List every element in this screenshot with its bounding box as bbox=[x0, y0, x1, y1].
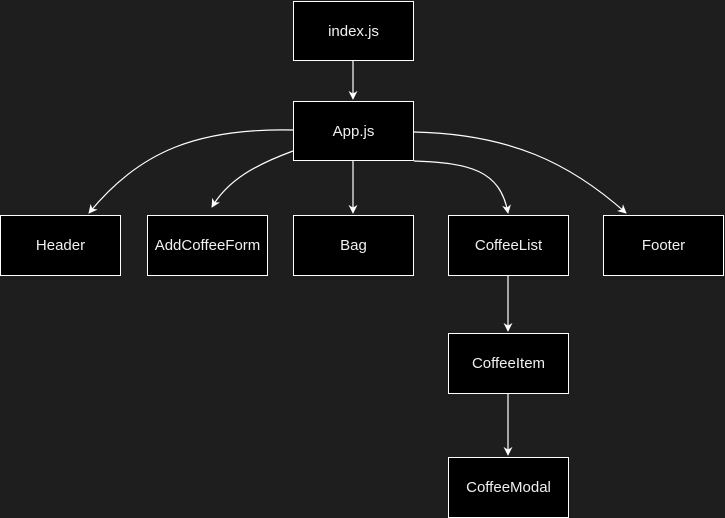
node-coffee-modal[interactable]: CoffeeModal bbox=[448, 457, 569, 518]
node-label: CoffeeModal bbox=[466, 479, 551, 496]
node-label: Footer bbox=[641, 237, 686, 254]
node-label: Bag bbox=[340, 237, 367, 254]
edge-app-to-footer bbox=[413, 131, 627, 214]
node-label: Header bbox=[35, 237, 86, 254]
edge-app-to-coffeelist bbox=[413, 160, 511, 214]
node-app-js[interactable]: App.js bbox=[293, 101, 414, 161]
edge-app-to-addcoffeeform bbox=[211, 150, 294, 208]
node-coffee-item[interactable]: CoffeeItem bbox=[448, 333, 569, 394]
node-add-coffee-form[interactable]: AddCoffeeForm bbox=[147, 215, 268, 276]
node-label: App.js bbox=[332, 122, 375, 140]
node-label: CoffeeItem bbox=[471, 355, 546, 372]
node-label: AddCoffeeForm bbox=[154, 237, 261, 254]
node-footer[interactable]: Footer bbox=[603, 215, 724, 276]
node-label: index.js bbox=[328, 22, 379, 40]
node-coffee-list[interactable]: CoffeeList bbox=[448, 215, 569, 276]
node-bag[interactable]: Bag bbox=[293, 215, 414, 276]
edge-app-to-header bbox=[88, 129, 294, 214]
node-header[interactable]: Header bbox=[0, 215, 121, 276]
node-label: CoffeeList bbox=[474, 237, 543, 254]
node-index-js[interactable]: index.js bbox=[293, 1, 414, 61]
